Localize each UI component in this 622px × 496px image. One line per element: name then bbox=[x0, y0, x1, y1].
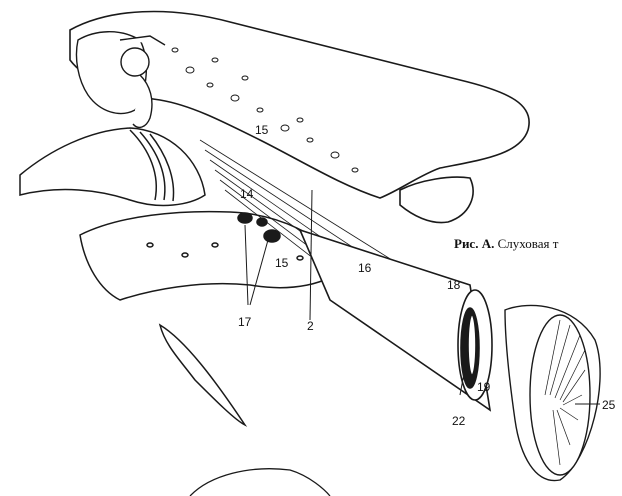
lower-bone bbox=[80, 212, 345, 300]
label-17: 17 bbox=[238, 315, 252, 329]
lower-outline bbox=[190, 469, 330, 496]
label-16: 16 bbox=[358, 261, 372, 275]
figure-caption: Рис. А. Слуховая т bbox=[454, 236, 558, 252]
caption-text: Слуховая т bbox=[498, 236, 559, 251]
label-18: 18 bbox=[447, 278, 461, 292]
external-canal bbox=[20, 128, 205, 205]
label-15-top: 15 bbox=[255, 123, 269, 137]
label-22: 22 bbox=[452, 414, 466, 428]
styloid-process bbox=[160, 325, 245, 425]
auditory-tube bbox=[300, 230, 492, 410]
label-15-bottom: 15 bbox=[275, 256, 289, 270]
pharyngeal-opening bbox=[505, 305, 600, 480]
label-2: 2 bbox=[307, 319, 314, 333]
label-14: 14 bbox=[240, 187, 254, 201]
caption-prefix: Рис. А. bbox=[454, 236, 494, 251]
label-25: 25 bbox=[602, 398, 616, 412]
label-19: 19 bbox=[477, 380, 491, 394]
